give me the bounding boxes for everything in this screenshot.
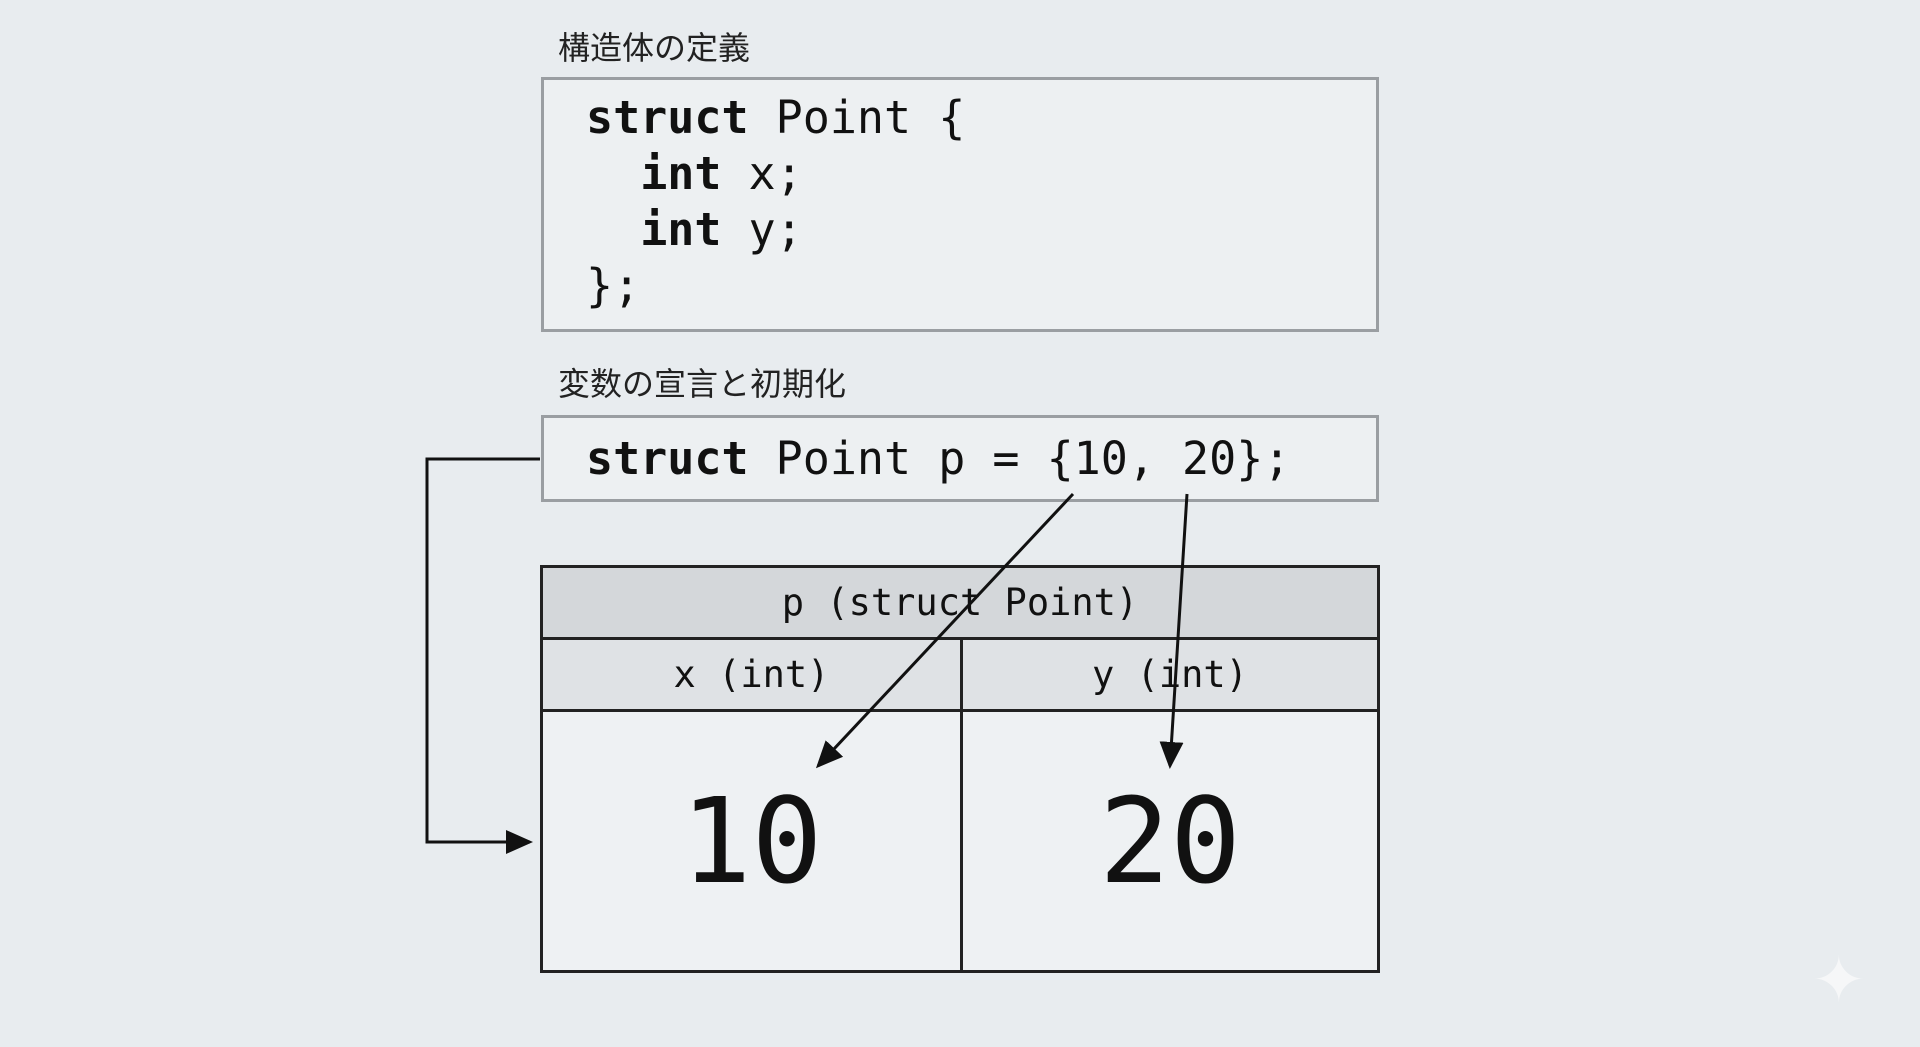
field-label-y: y (int) xyxy=(963,640,1377,712)
code-keyword: int xyxy=(640,203,722,256)
code-text: }; xyxy=(586,259,641,312)
declaration-box: struct Point p = {10, 20}; xyxy=(541,415,1379,502)
code-line-4: }; xyxy=(586,258,640,314)
code-text: Point { xyxy=(748,91,966,144)
declaration-code-line: struct Point p = {10, 20}; xyxy=(586,431,1290,487)
declaration-caption: 変数の宣言と初期化 xyxy=(558,365,847,403)
definition-caption: 構造体の定義 xyxy=(558,29,751,67)
code-text: Point p = {10, 20}; xyxy=(748,432,1291,485)
code-line-2: int x; xyxy=(586,146,803,202)
code-indent xyxy=(586,203,640,256)
field-value-y: 20 xyxy=(1098,772,1242,910)
sparkle-icon: ✦ xyxy=(1812,944,1866,1018)
code-keyword: struct xyxy=(586,91,749,144)
code-line-3: int y; xyxy=(586,202,803,258)
code-text: x; xyxy=(721,147,803,200)
code-text: y; xyxy=(721,203,803,256)
code-keyword: struct xyxy=(586,432,749,485)
memory-layout-table: p (struct Point) x (int) y (int) 10 20 xyxy=(540,565,1380,973)
code-indent xyxy=(586,147,640,200)
field-label-x: x (int) xyxy=(543,640,963,712)
field-value-x: 10 xyxy=(543,712,963,970)
struct-definition-box: struct Point { int x; int y; }; xyxy=(541,77,1379,332)
code-keyword: int xyxy=(640,147,722,200)
code-line-1: struct Point { xyxy=(586,90,965,146)
memory-header: p (struct Point) xyxy=(543,568,1377,640)
arrow-declaration-to-table xyxy=(425,457,540,854)
